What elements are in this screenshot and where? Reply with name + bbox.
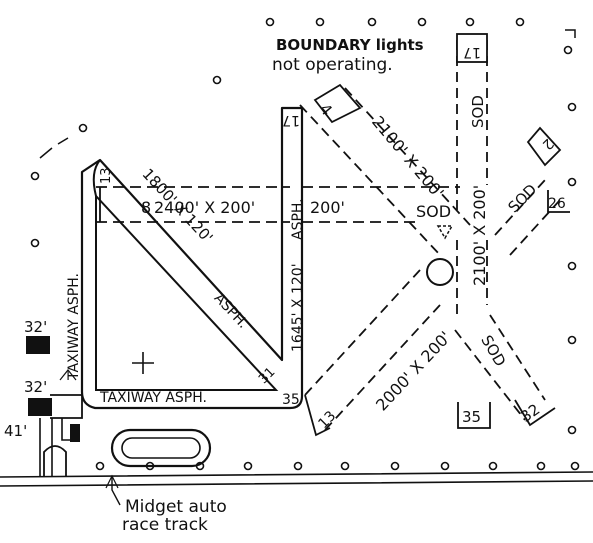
boundary-light-marker [515,17,525,27]
hangar-block [26,336,50,354]
boundary-light-marker [440,461,450,471]
boundary-light-marker [265,17,275,27]
beacon-circle [132,352,154,374]
runway-asph-diag-top: 13 [99,167,114,184]
boundary-light-marker [390,461,400,471]
asphalt-triangle-inner [95,193,279,391]
taxiway-south-label: TAXIWAY ASPH. [99,390,207,406]
hangar-lower-label: 32' [24,378,47,396]
hangar-block [28,398,52,416]
boundary-light-marker [488,461,498,471]
boundary-road [0,471,593,487]
segmented-circle [426,258,454,286]
boundary-light-marker [95,461,105,471]
wind-tee [436,225,454,240]
boundary-light-marker [243,461,253,471]
hangar-upper-label: 32' [24,318,47,336]
runway-asph-ns-label: ASPH. [290,198,306,240]
boundary-light-marker [567,261,577,271]
runway-nesw [304,179,561,431]
runway-ns-sod-label: SOD [469,95,487,128]
runway-ns-size: 2100' X 200' [470,185,489,286]
runway-ew-right: 200' [310,198,345,217]
boundary-note-line1: BOUNDARY lights [276,36,424,54]
boundary-light-marker [465,17,475,27]
boundary-light-marker [536,461,546,471]
runway-asph-ns-size: 1645' X 120' [290,263,306,352]
race-track-line2: race track [122,515,208,535]
boundary-light-marker [417,17,427,27]
boundary-light-marker [367,17,377,27]
runway-nwse-sod [299,87,546,421]
runway-ns-end-35: 35 [462,408,481,426]
boundary-light-marker [340,461,350,471]
runway-ew-num: 8 [141,198,151,217]
boundary-light-marker [567,425,577,435]
boundary-light-marker [30,238,40,248]
runway-sod-center: SOD [416,202,451,221]
race-track-line1: Midget auto [125,497,227,517]
runway-ne-26: 26 [548,196,566,212]
runway-ns-sod [456,40,488,318]
runway-ew-size: 2400' X 200' [154,198,255,217]
taxiway-west-label: TAXIWAY ASPH. [66,273,82,381]
runway-asph-ns-num: 35 [282,392,300,408]
runway-asph-ns-end: 17 [282,112,300,128]
boundary-light-marker [563,45,573,55]
hangar-lower-side: 41' [4,422,27,440]
boundary-light-marker [293,461,303,471]
race-track [110,428,212,468]
boundary-light-marker [567,102,577,112]
runway-ns-end-number: 17 [463,44,481,60]
boundary-light-marker [78,123,88,133]
boundary-light-marker [30,171,40,181]
boundary-light-marker [570,461,580,471]
boundary-light-marker [212,75,222,85]
boundary-light-marker [315,17,325,27]
boundary-lights [30,17,580,471]
boundary-light-marker [567,335,577,345]
boundary-note-line2: not operating. [272,55,393,75]
boundary-light-marker [567,177,577,187]
